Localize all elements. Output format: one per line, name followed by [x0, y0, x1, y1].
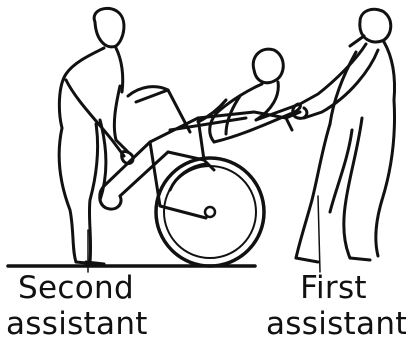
first-assistant-figure [293, 9, 395, 272]
second-assistant-figure [59, 8, 133, 272]
seated-person-figure [198, 49, 300, 142]
wheelchair-rear-wheel [156, 158, 264, 266]
wheel-hub [205, 207, 215, 217]
first-assistant-label-line1: First [266, 270, 401, 306]
second-assistant-label: Second assistant [6, 270, 146, 342]
second-assistant-label-line2: assistant [6, 306, 146, 342]
first-assistant-label: First assistant [266, 270, 401, 342]
first-assistant-label-line2: assistant [266, 306, 401, 342]
second-assistant-label-line1: Second [6, 270, 146, 306]
